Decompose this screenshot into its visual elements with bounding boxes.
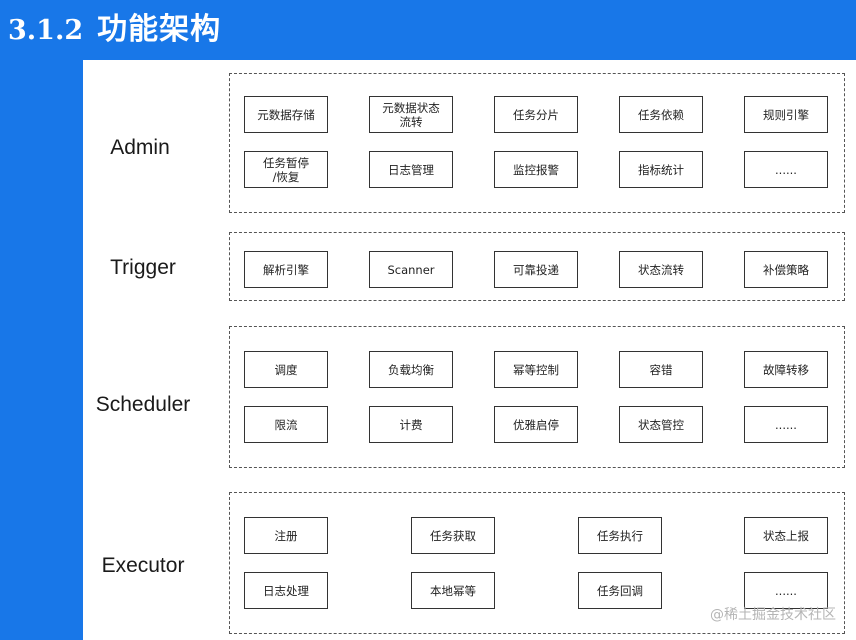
module-box: 可靠投递 [494,251,578,288]
module-box: 故障转移 [744,351,828,388]
layer-label-scheduler: Scheduler [95,393,191,416]
layer-box-admin [229,73,845,213]
module-box: 任务暂停 /恢复 [244,151,328,188]
module-box: 日志管理 [369,151,453,188]
module-box: 补偿策略 [744,251,828,288]
module-box: 计费 [369,406,453,443]
layer-box-trigger [229,232,845,301]
module-box: 状态管控 [619,406,703,443]
watermark-credit: @稀土掘金技术社区 [710,607,836,623]
module-box: 指标统计 [619,151,703,188]
module-box: 优雅启停 [494,406,578,443]
layer-box-scheduler [229,326,845,468]
module-box: ...... [744,151,828,188]
slide-title: 3.1.2 功能架构 [8,4,221,48]
module-box: 解析引擎 [244,251,328,288]
module-box: 状态流转 [619,251,703,288]
module-box: Scanner [369,251,453,288]
module-box: 任务获取 [411,517,495,554]
layer-box-executor [229,492,845,634]
module-box: 元数据状态 流转 [369,96,453,133]
module-box: 注册 [244,517,328,554]
module-box: ...... [744,406,828,443]
module-box: 任务回调 [578,572,662,609]
module-box: 监控报警 [494,151,578,188]
page-title: 功能架构 [97,12,222,47]
module-box: 负载均衡 [369,351,453,388]
module-box: 调度 [244,351,328,388]
module-box: ...... [744,572,828,609]
layer-label-trigger: Trigger [110,256,176,279]
module-box: 限流 [244,406,328,443]
section-number: 3.1.2 [8,15,84,46]
module-box: 任务依赖 [619,96,703,133]
module-box: 状态上报 [744,517,828,554]
module-box: 日志处理 [244,572,328,609]
module-box: 任务执行 [578,517,662,554]
layer-label-executor: Executor [101,554,185,577]
module-box: 本地幂等 [411,572,495,609]
architecture-panel: Admin 元数据存储 元数据状态 流转 任务分片 任务依赖 规则引擎 任务暂停… [83,60,856,640]
layer-label-admin: Admin [110,136,170,159]
module-box: 幂等控制 [494,351,578,388]
module-box: 容错 [619,351,703,388]
module-box: 规则引擎 [744,96,828,133]
module-box: 元数据存储 [244,96,328,133]
module-box: 任务分片 [494,96,578,133]
